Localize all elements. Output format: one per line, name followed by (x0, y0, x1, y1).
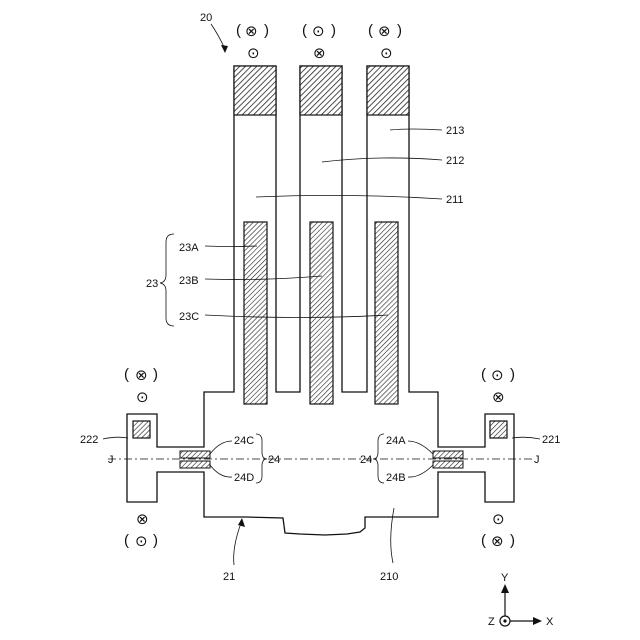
finger-2-marks: ( ⊙ ) ⊗ (302, 22, 336, 62)
svg-text:): ) (153, 366, 158, 383)
side-pad-222 (133, 421, 150, 438)
z-axis-label: Z (488, 616, 495, 628)
label-j-right: J (534, 454, 540, 466)
leader-23a (205, 246, 257, 247)
svg-text:⊙: ⊙ (491, 366, 504, 384)
svg-text:(: ( (124, 366, 129, 383)
gauge-24d (180, 461, 210, 468)
svg-text:⊙: ⊙ (380, 44, 393, 62)
svg-text:(: ( (368, 22, 373, 39)
label-210: 210 (380, 571, 398, 583)
svg-text:): ) (264, 22, 269, 39)
svg-text:): ) (331, 22, 336, 39)
gauge-23c (375, 222, 398, 404)
svg-text:⊗: ⊗ (313, 44, 326, 62)
gauge-24c (180, 451, 210, 458)
leader-21-arrowhead (238, 518, 245, 527)
x-axis-label: X (546, 616, 554, 628)
side-pad-221 (490, 421, 507, 438)
svg-text:(: ( (124, 532, 129, 549)
label-23: 23 (146, 278, 158, 290)
svg-text:): ) (510, 366, 515, 383)
leader-221 (512, 437, 540, 439)
label-24-right: 24 (360, 454, 372, 466)
svg-text:(: ( (481, 366, 486, 383)
label-24b: 24B (386, 472, 406, 484)
x-axis-arrowhead (533, 617, 542, 625)
label-24a: 24A (386, 435, 406, 447)
label-24d: 24D (234, 472, 254, 484)
left-pad-marks-top: ( ⊗ ) ⊙ (124, 366, 158, 406)
label-212: 212 (446, 155, 464, 167)
svg-text:⊙: ⊙ (135, 532, 148, 550)
leader-211 (256, 195, 442, 199)
svg-text:⊗: ⊗ (245, 22, 258, 40)
label-222: 222 (80, 434, 98, 446)
label-221: 221 (542, 434, 560, 446)
gauge-23a (244, 222, 267, 404)
finger-pad-1 (234, 66, 276, 115)
leader-222 (103, 437, 128, 439)
y-axis-arrowhead (501, 584, 509, 593)
leader-23c (205, 315, 388, 318)
svg-text:(: ( (302, 22, 307, 39)
figure-label: 20 (200, 12, 212, 24)
y-axis-label: Y (501, 572, 509, 584)
label-23b: 23B (179, 275, 199, 287)
leader-21 (234, 523, 241, 565)
label-23c: 23C (179, 311, 199, 323)
label-213: 213 (446, 125, 464, 137)
svg-text:): ) (397, 22, 402, 39)
label-21: 21 (223, 571, 235, 583)
right-pad-marks-bottom: ⊙ ( ⊗ ) (481, 510, 515, 550)
label-24c: 24C (234, 435, 254, 447)
gauge-23b (310, 222, 333, 404)
svg-text:(: ( (236, 22, 241, 39)
finger-1-marks: ( ⊗ ) ⊙ (236, 22, 269, 62)
svg-text:⊗: ⊗ (492, 388, 505, 406)
svg-text:⊗: ⊗ (378, 22, 391, 40)
label-24-left: 24 (268, 454, 280, 466)
coordinate-axes: Y X Z (488, 572, 554, 628)
figure-label-arrowhead (221, 45, 228, 53)
brace-23 (160, 234, 174, 326)
right-pad-marks-top: ( ⊙ ) ⊗ (481, 366, 515, 406)
svg-text:⊗: ⊗ (491, 532, 504, 550)
label-23a: 23A (179, 242, 199, 254)
left-pad-marks-bottom: ⊗ ( ⊙ ) (124, 510, 158, 550)
svg-text:⊗: ⊗ (135, 366, 148, 384)
gauge-24a (433, 451, 463, 458)
label-j-left: J (108, 454, 114, 466)
label-211: 211 (446, 194, 464, 206)
gauge-24b (433, 461, 463, 468)
finger-3-marks: ( ⊗ ) ⊙ (368, 22, 402, 62)
svg-text:⊙: ⊙ (492, 510, 505, 528)
svg-text:): ) (510, 532, 515, 549)
svg-text:⊙: ⊙ (136, 388, 149, 406)
svg-text:): ) (153, 532, 158, 549)
svg-text:⊗: ⊗ (136, 510, 149, 528)
svg-text:⊙: ⊙ (247, 44, 260, 62)
svg-text:⊙: ⊙ (312, 22, 325, 40)
finger-pad-2 (300, 66, 342, 115)
finger-pad-3 (367, 66, 409, 115)
figure-label-arrow (211, 24, 225, 49)
svg-text:(: ( (481, 532, 486, 549)
